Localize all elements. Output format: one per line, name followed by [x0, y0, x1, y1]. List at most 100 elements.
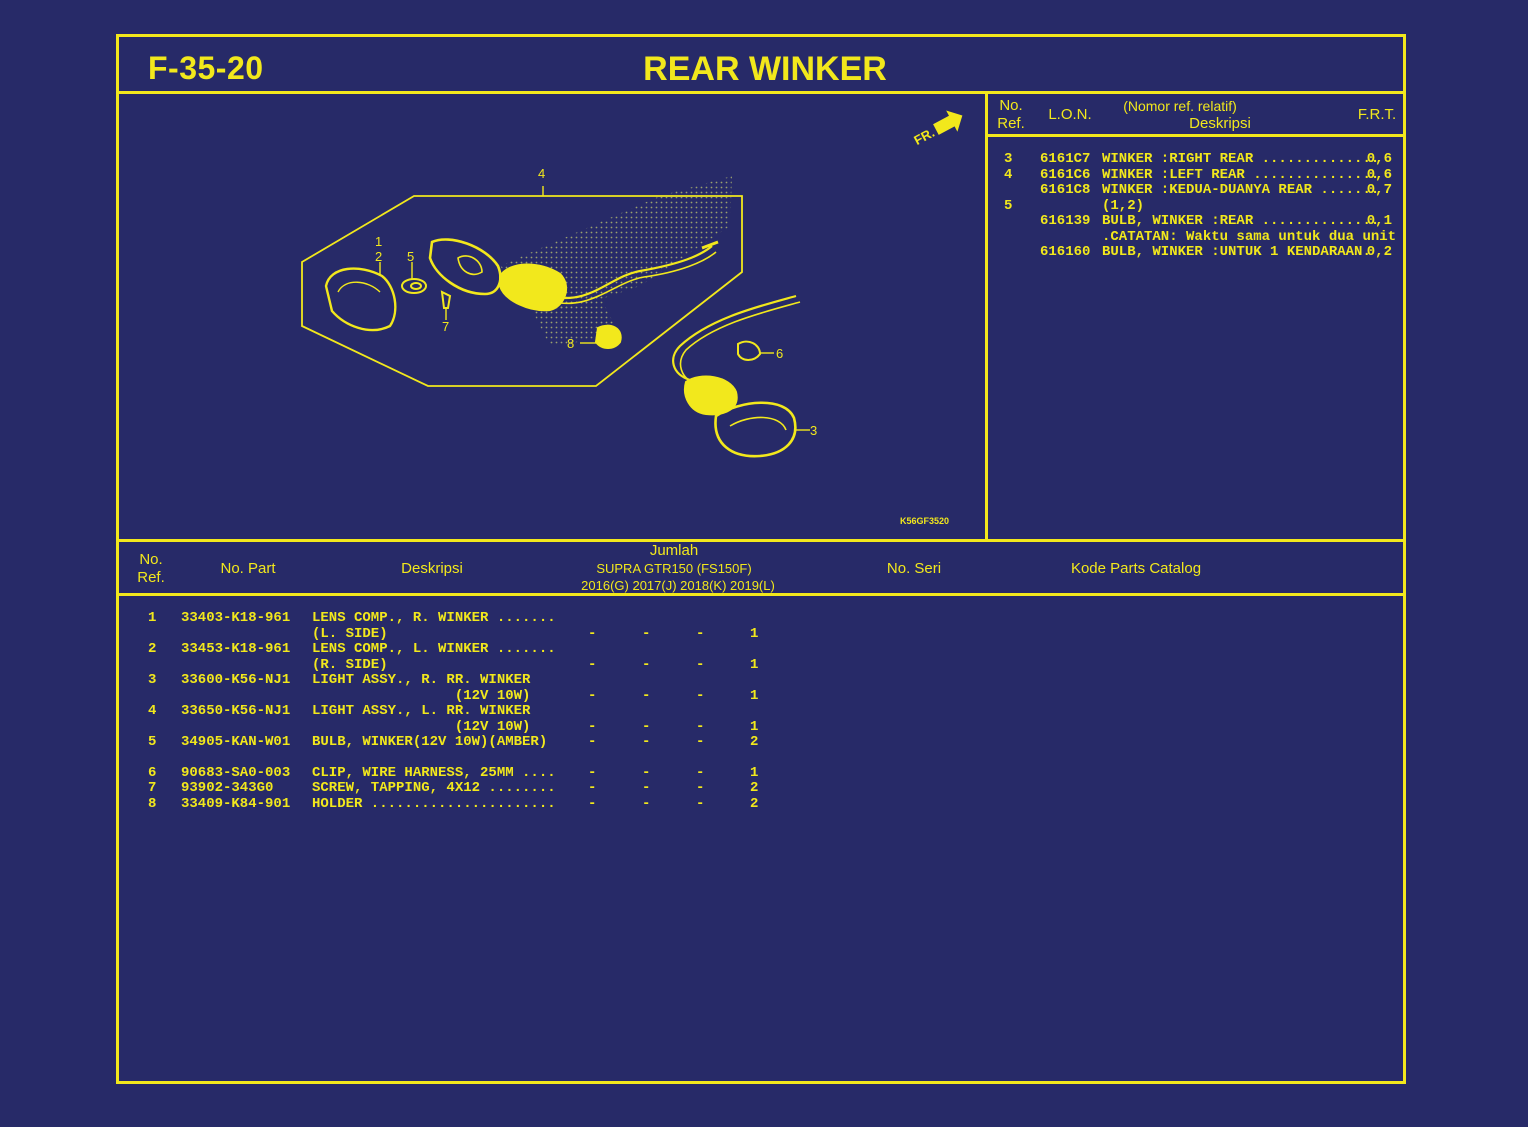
right-wire: [672, 294, 797, 382]
part-number: 33650-K56-NJ1: [181, 703, 291, 719]
lens-part: [324, 267, 397, 332]
lon-desc: WINKER :RIGHT REAR ..............: [1102, 151, 1380, 167]
lon-frt: 0,2: [1366, 244, 1392, 260]
lon-frt: 0,6: [1366, 151, 1392, 167]
part-qty: 1: [750, 687, 759, 704]
part-ref: 2: [148, 641, 157, 657]
diagram-bottom-divider: [116, 539, 1406, 542]
part-qty: 1: [750, 656, 759, 673]
parts-header-desc: Deskripsi: [401, 560, 463, 577]
lon-desc: .CATATAN: Waktu sama untuk dua unit: [1102, 228, 1397, 245]
part-ref: 7: [148, 780, 157, 796]
part-qty: -: [588, 625, 597, 642]
parts-header-jumlah: Jumlah: [649, 542, 699, 559]
lon-frt: 0,1: [1366, 213, 1392, 229]
lon-code: 616160: [1040, 244, 1091, 260]
page-title: REAR WINKER: [643, 50, 887, 88]
part-qty: -: [642, 780, 651, 796]
part-desc: (R. SIDE): [312, 656, 388, 673]
catalog-frame: [116, 34, 1406, 1084]
callout-3: 3: [810, 423, 817, 438]
part-ref: 8: [148, 796, 157, 812]
part-qty: -: [696, 687, 705, 704]
callout-2: 2: [375, 249, 382, 264]
part-qty: -: [642, 687, 651, 704]
part-qty: 2: [750, 780, 759, 796]
callout-6: 6: [776, 346, 783, 361]
title-divider: [116, 91, 1406, 94]
lon-desc: BULB, WINKER :REAR ..............: [1102, 213, 1380, 229]
parts-header-years: 2016(G) 2017(J) 2018(K) 2019(L): [581, 578, 775, 593]
lon-ref: 5: [1004, 197, 1013, 214]
callout-4: 4: [538, 166, 545, 181]
part-number: 33453-K18-961: [181, 641, 291, 657]
parts-header-part: No. Part: [220, 560, 276, 577]
lon-desc: WINKER :LEFT REAR ...............: [1102, 166, 1380, 183]
part-ref: 5: [148, 734, 157, 750]
part-qty: -: [696, 656, 705, 673]
part-ref: 4: [148, 703, 157, 719]
holder-part: [594, 324, 622, 349]
part-qty: -: [642, 796, 651, 812]
lon-code: 616139: [1040, 213, 1091, 229]
lon-header-ref: No. Ref.: [997, 97, 1025, 132]
part-desc: (L. SIDE): [312, 625, 388, 642]
part-number: 93902-343G0: [181, 780, 274, 796]
lon-header-frt: F.R.T.: [1357, 106, 1397, 123]
callout-8: 8: [567, 336, 574, 351]
part-qty: -: [642, 625, 651, 642]
exploded-diagram: FR. 4 1 2 5 7 8 6 3 K56GF3520: [120, 96, 986, 538]
part-desc: LIGHT ASSY., L. RR. WINKER: [312, 703, 531, 719]
lon-header-divider: [988, 134, 1406, 137]
part-desc: SCREW, TAPPING, 4X12 ........: [312, 780, 556, 796]
assembly-outline: [301, 195, 743, 387]
lon-code: 6161C7: [1040, 151, 1091, 167]
part-qty: -: [696, 796, 705, 812]
part-number: 34905-KAN-W01: [181, 734, 291, 750]
part-qty: -: [588, 718, 597, 735]
part-qty: 1: [750, 718, 759, 735]
diagram-svg: FR. 4 1 2 5 7 8 6 3 K56GF3520: [301, 110, 963, 526]
part-qty: -: [642, 718, 651, 735]
lon-frt: 0,7: [1366, 182, 1392, 198]
callout-5: 5: [407, 249, 414, 264]
front-label: FR.: [911, 125, 937, 148]
part-desc: LIGHT ASSY., R. RR. WINKER: [312, 672, 531, 688]
part-number: 33600-K56-NJ1: [181, 672, 291, 688]
part-qty: -: [696, 625, 705, 642]
part-number: 33403-K18-961: [181, 610, 291, 626]
lon-frt: 0,6: [1366, 166, 1392, 183]
part-ref: 6: [148, 765, 157, 781]
parts-header-divider: [116, 593, 1406, 596]
lon-code: 6161C8: [1040, 182, 1091, 198]
parts-header-seri: No. Seri: [886, 560, 942, 577]
part-qty: -: [696, 734, 705, 750]
part-desc: LENS COMP., R. WINKER .......: [312, 610, 556, 626]
parts-header-ref: No. Ref.: [137, 551, 165, 586]
bulb-part: [401, 278, 427, 294]
lon-header-deskripsi: Deskripsi: [1189, 115, 1251, 132]
lon-ref: 4: [1004, 166, 1013, 183]
part-desc: LENS COMP., L. WINKER .......: [312, 641, 556, 657]
image-code: K56GF3520: [900, 516, 949, 526]
part-qty: -: [642, 734, 651, 750]
part-desc: (12V 10W): [312, 718, 531, 735]
part-qty: 1: [750, 765, 759, 781]
part-desc: HOLDER ......................: [312, 796, 556, 812]
part-qty: -: [696, 780, 705, 796]
part-qty: 2: [750, 796, 759, 812]
lon-desc: (1,2): [1102, 197, 1145, 214]
part-qty: -: [642, 765, 651, 781]
callout-1: 1: [375, 234, 382, 249]
lon-desc: WINKER :KEDUA-DUANYA REAR .......: [1102, 182, 1380, 198]
lon-desc: BULB, WINKER :UNTUK 1 KENDARAAN.: [1102, 244, 1371, 260]
part-desc: BULB, WINKER(12V 10W)(AMBER): [312, 734, 548, 750]
lon-header-nomor: (Nomor ref. relatif): [1123, 98, 1237, 114]
left-winker-housing: [499, 263, 568, 312]
part-qty: -: [696, 718, 705, 735]
part-qty: -: [588, 780, 597, 796]
diagram-divider: [985, 91, 988, 541]
left-winker-lens: [428, 238, 502, 296]
part-ref: 3: [148, 672, 157, 688]
part-desc: CLIP, WIRE HARNESS, 25MM ....: [312, 765, 556, 781]
